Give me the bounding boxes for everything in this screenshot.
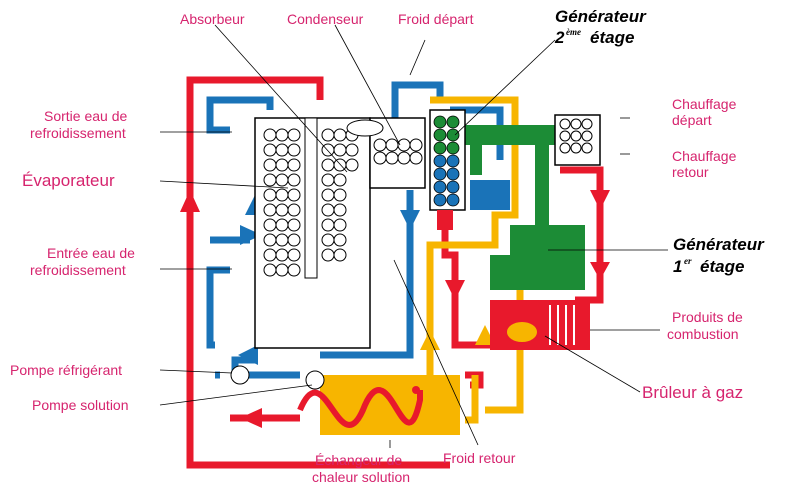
red-arrow-up	[180, 190, 200, 212]
label-entree-eau-2: refroidissement	[30, 262, 126, 278]
label-chauffage-depart-2: départ	[672, 112, 712, 128]
label-generateur-2-word: étage	[590, 28, 634, 47]
refrigerant-pump-icon	[230, 365, 250, 385]
blue-arrow-left	[238, 345, 258, 365]
green-circuit	[465, 125, 585, 290]
label-generateur-1-num: 1	[673, 257, 682, 276]
label-pompe-solution: Pompe solution	[32, 397, 129, 413]
gas-burner-flame	[505, 320, 539, 344]
exchanger-coil	[297, 387, 423, 428]
label-pompe-refrigerant: Pompe réfrigérant	[10, 362, 122, 378]
generator-2-outlet	[437, 210, 453, 230]
red-arrow-down-3	[590, 262, 610, 280]
label-echangeur-1: Échangeur de	[315, 452, 402, 468]
blue-arrow-down	[400, 210, 420, 230]
label-produits-2: combustion	[667, 326, 739, 342]
label-generateur-2-sup: ème	[566, 27, 581, 37]
label-froid-depart: Froid départ	[398, 11, 474, 27]
label-echangeur-2: chaleur solution	[312, 469, 410, 485]
label-condenseur: Condenseur	[287, 11, 364, 27]
solution-pump-icon	[305, 370, 325, 390]
condenser-tube-bundle	[373, 138, 423, 165]
generator-2-tubes	[433, 115, 460, 207]
red-arrow-left	[240, 408, 262, 428]
label-sortie-eau-1: Sortie eau de	[44, 108, 127, 124]
label-chauffage-depart-1: Chauffage	[672, 96, 737, 112]
separator-wall	[304, 117, 318, 279]
label-evaporateur: Évaporateur	[22, 171, 115, 190]
label-froid-retour: Froid retour	[443, 450, 516, 466]
evaporator-tube-bundle	[263, 128, 301, 277]
exchanger-node	[412, 386, 420, 394]
label-bruleur: Brûleur à gaz	[642, 383, 743, 402]
label-generateur-2: Générateur	[555, 7, 647, 26]
red-arrow-down-1	[445, 280, 465, 300]
red-arrow-down-2	[590, 190, 610, 210]
label-chauffage-retour-2: retour	[672, 164, 709, 180]
blue-arrow-right	[240, 225, 262, 245]
label-generateur-2-num: 2	[554, 28, 565, 47]
label-generateur-1-sup: er	[684, 256, 692, 266]
blue-pool-generator2	[470, 180, 510, 210]
label-absorbeur: Absorbeur	[180, 11, 245, 27]
label-entree-eau-1: Entrée eau de	[47, 245, 135, 261]
label-chauffage-retour-1: Chauffage	[672, 148, 737, 164]
label-generateur-1-word: étage	[700, 257, 744, 276]
label-produits-1: Produits de	[672, 309, 743, 325]
heating-exchanger-tubes	[559, 118, 593, 154]
leader-lines	[159, 24, 668, 448]
label-generateur-1: Générateur	[673, 235, 765, 254]
combustion-fins	[549, 305, 575, 345]
label-sortie-eau-2: refroidissement	[30, 125, 126, 141]
condenser-header	[346, 119, 384, 137]
